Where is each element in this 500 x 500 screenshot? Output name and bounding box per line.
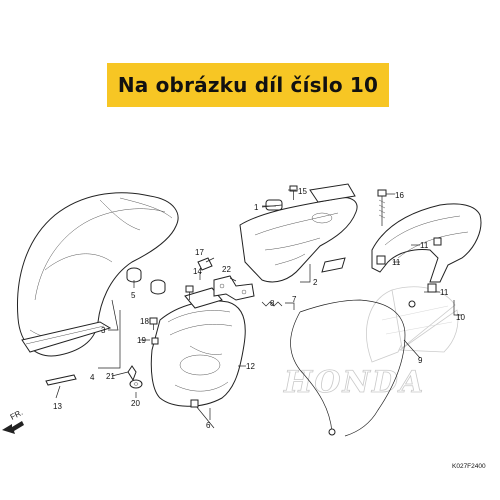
spring-8 <box>261 301 283 307</box>
label-20: 20 <box>131 399 140 408</box>
bolt-6 <box>190 399 215 429</box>
part-number-banner: Na obrázku díl číslo 10 <box>107 63 389 107</box>
rubber-pad <box>261 199 283 211</box>
bolt-18 <box>149 317 158 330</box>
label-10: 10 <box>456 313 465 322</box>
label-17: 17 <box>195 248 204 257</box>
screw-14 <box>185 285 194 300</box>
leader-lines <box>55 189 462 420</box>
label-9: 9 <box>418 356 423 365</box>
label-5: 5 <box>131 291 136 300</box>
label-15: 15 <box>298 187 307 196</box>
catalog-code: K027F2400 <box>452 463 486 470</box>
label-11b: 11 <box>392 258 401 267</box>
label-22: 22 <box>222 265 231 274</box>
rear-carrier <box>371 203 482 283</box>
rear-cover <box>239 183 358 283</box>
luggage-box <box>150 287 246 407</box>
label-19: 19 <box>137 336 146 345</box>
label-6: 6 <box>206 421 211 430</box>
label-4: 4 <box>90 373 95 382</box>
label-18: 18 <box>140 317 149 326</box>
label-12: 12 <box>246 362 255 371</box>
label-11a: 11 <box>420 241 429 250</box>
washer-20 <box>129 379 143 389</box>
honda-watermark-text: HONDA <box>283 365 425 400</box>
front-direction-arrow: FR. <box>2 408 24 434</box>
label-16: 16 <box>395 191 404 200</box>
seat <box>17 192 179 357</box>
label-7: 7 <box>292 295 297 304</box>
label-8: 8 <box>270 299 275 308</box>
bolt-15 <box>289 185 298 200</box>
banner-text: Na obrázku díl číslo 10 <box>117 73 379 97</box>
label-13: 13 <box>53 402 62 411</box>
label-21: 21 <box>106 372 115 381</box>
strap <box>45 374 77 386</box>
label-3: 3 <box>101 326 106 335</box>
bolt-16 <box>377 189 387 226</box>
seat-lock-cable <box>290 299 406 437</box>
clip-21 <box>127 365 137 382</box>
label-14: 14 <box>193 267 202 276</box>
direction-label: FR. <box>9 408 25 422</box>
honda-wing-watermark: HONDA <box>283 286 459 400</box>
label-1: 1 <box>254 203 259 212</box>
label-11c: 11 <box>440 288 449 297</box>
bracket-22 <box>213 275 255 301</box>
label-2: 2 <box>313 278 318 287</box>
screw-19 <box>151 337 159 345</box>
rubber-grommets <box>126 267 166 295</box>
